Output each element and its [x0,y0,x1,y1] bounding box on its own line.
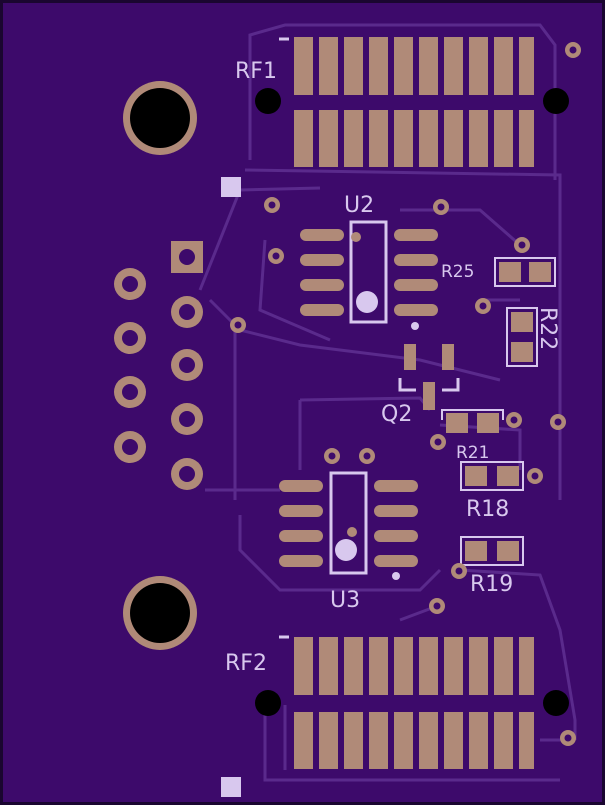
fiducial-bottom [221,777,241,797]
label-u2: U2 [344,193,374,218]
label-r21: R21 [456,443,489,463]
rf1-connector [255,37,569,167]
label-r25: R25 [441,262,474,282]
vias [230,42,581,746]
label-q2: Q2 [381,402,412,427]
label-r18: R18 [466,497,509,522]
label-r19: R19 [470,572,513,597]
silkscreen-labels: RF1 RF2 U2 U3 Q2 R25 R21 R18 R19 R22 [225,59,560,676]
label-rf2: RF2 [225,651,267,676]
r19-resistor [460,536,524,566]
fiducial-top [221,177,241,197]
label-u3: U3 [330,588,360,613]
header-connector [114,241,203,490]
mounting-holes [123,81,197,650]
r18-resistor [460,461,524,491]
q2-transistor [398,344,460,410]
u2-chip [300,220,438,330]
label-r22: R22 [535,307,560,350]
r21-resistor [441,409,504,433]
label-rf1: RF1 [235,59,277,84]
rf2-connector [255,635,569,769]
u3-chip [279,471,418,580]
r22-resistor [506,307,538,367]
r25-resistor [494,257,556,287]
